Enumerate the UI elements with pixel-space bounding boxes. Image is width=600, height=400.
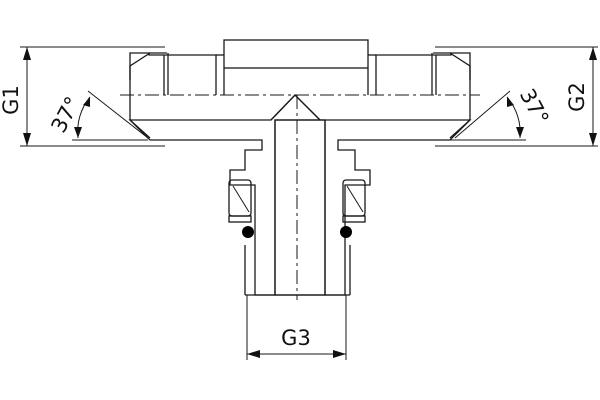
angle-right: 37° bbox=[448, 85, 554, 141]
o-ring-right bbox=[340, 226, 352, 238]
o-ring-left bbox=[242, 226, 254, 238]
angle-left: 37° bbox=[46, 90, 149, 141]
label-g1: G1 bbox=[0, 85, 23, 115]
dimension-g2: G2 bbox=[435, 46, 598, 147]
fitting-body bbox=[128, 39, 472, 296]
dimension-g1: G1 bbox=[0, 46, 165, 147]
label-g3: G3 bbox=[281, 326, 311, 350]
label-g2: G2 bbox=[565, 82, 589, 112]
dimension-g3: G3 bbox=[246, 295, 347, 360]
locknut bbox=[228, 179, 366, 223]
label-angle-right: 37° bbox=[515, 85, 554, 129]
